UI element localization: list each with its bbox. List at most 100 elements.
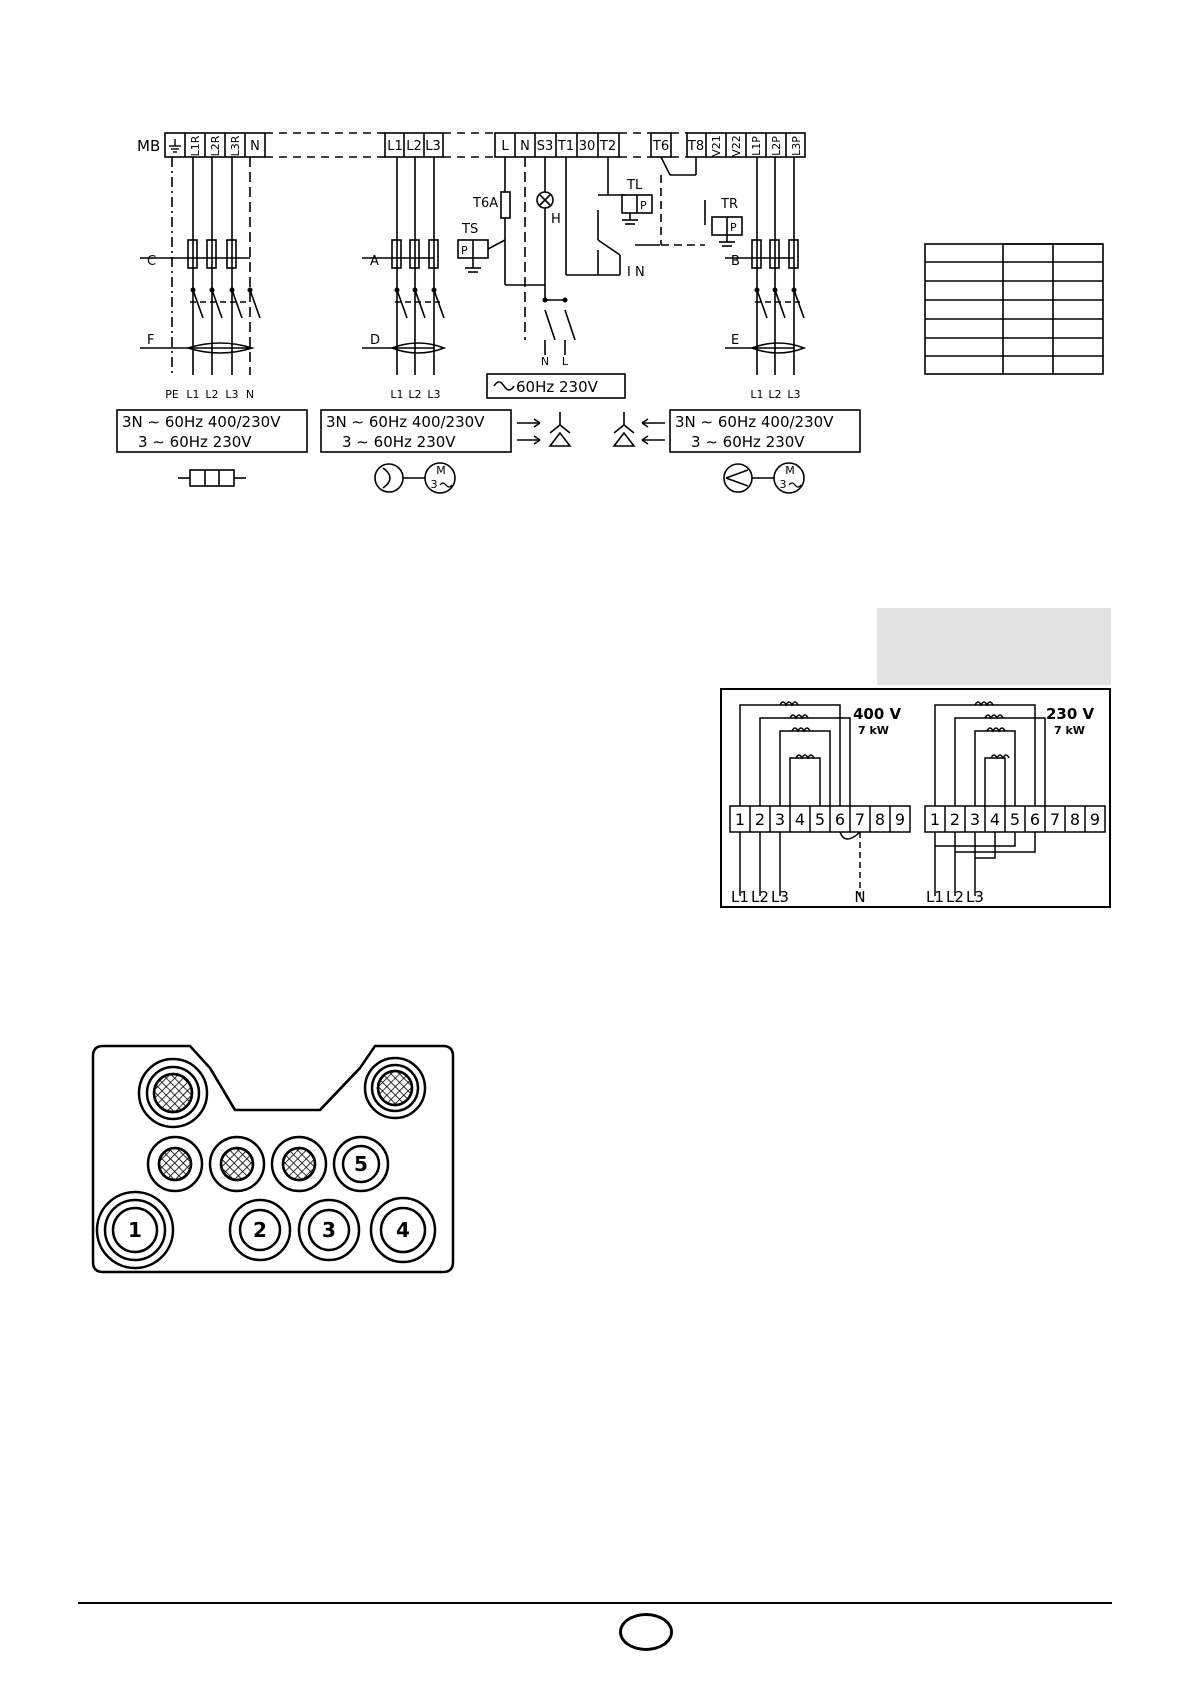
heater-right-terminal-6: 6	[1030, 810, 1040, 829]
wire-label-right-l2: L2	[768, 388, 781, 401]
supply-left-line1: 3N ∼ 60Hz 400/230V	[122, 413, 281, 431]
terminal-t8: T8	[687, 139, 704, 154]
footer-rule	[78, 1602, 1112, 1604]
fuse-label-c: C	[147, 254, 156, 269]
terminal-l2: L2	[406, 139, 422, 154]
heater-left-terminal-9: 9	[895, 810, 905, 829]
motor-right-m: M	[785, 464, 795, 477]
heater-left-wire-l2: L2	[751, 888, 769, 906]
heater-right-terminal-1: 1	[930, 810, 940, 829]
fuse-t6a-label: T6A	[472, 196, 498, 211]
heater-right-terminal-5: 5	[1010, 810, 1020, 829]
terminal-l1p: L1P	[750, 136, 763, 156]
gland-number-1: 1	[128, 1218, 142, 1242]
wire-label-mid-l2: L2	[408, 388, 421, 401]
wiring-diagram: MB L1R L2R L3R N L1 L2 L3 L N S3 T1 30 T…	[116, 132, 1104, 494]
wire-label-l1: L1	[186, 388, 199, 401]
wire-label-mid-l1: L1	[390, 388, 403, 401]
gray-note-panel	[877, 608, 1111, 685]
ctrl-label-n: N	[541, 355, 549, 368]
thermostat-tr-label: TR	[720, 197, 738, 212]
heater-left-wire-l3: L3	[771, 888, 789, 906]
heater-right-terminal-4: 4	[990, 810, 1000, 829]
mb-label: MB	[137, 137, 160, 155]
ts-p-label: P	[461, 244, 468, 257]
fuse-label-b: B	[731, 254, 740, 269]
terminal-t1: T1	[557, 139, 574, 154]
gland-number-2: 2	[253, 1218, 267, 1242]
terminal-v21: V21	[710, 135, 723, 157]
heater-right-terminal-2: 2	[950, 810, 960, 829]
terminal-s3: S3	[537, 139, 554, 154]
heater-left-wire-l1: L1	[731, 888, 749, 906]
fuse-label-a: A	[370, 254, 379, 269]
heater-right-wire-l1: L1	[926, 888, 944, 906]
motor-right-phase: 3	[780, 478, 787, 491]
wire-label-pe: PE	[165, 388, 179, 401]
heater-left-terminal-2: 2	[755, 810, 765, 829]
lamp-h-label: H	[551, 212, 561, 227]
heater-right-terminal-9: 9	[1090, 810, 1100, 829]
heater-right-power: 7 kW	[1054, 724, 1085, 737]
wire-label-n: N	[246, 388, 254, 401]
heater-right-terminal-8: 8	[1070, 810, 1080, 829]
cable-gland-plate: 1 2 3 4 5	[91, 1044, 455, 1274]
page-number-oval	[619, 1613, 673, 1651]
switch-label-d: D	[370, 333, 380, 348]
gland-number-3: 3	[322, 1218, 336, 1242]
heater-left-voltage: 400 V	[853, 705, 902, 723]
terminal-t6: T6	[652, 139, 669, 154]
heater-left-terminal-8: 8	[875, 810, 885, 829]
terminal-l3p: L3P	[790, 136, 803, 156]
terminal-ctrl-l: L	[501, 139, 509, 154]
heater-left-terminal-3: 3	[775, 810, 785, 829]
tl-p-label: P	[640, 199, 647, 212]
heater-left-terminal-7: 7	[855, 810, 865, 829]
switch-label-f: F	[147, 333, 154, 348]
ctrl-supply-label: 60Hz 230V	[516, 378, 599, 396]
switch-label-e: E	[731, 333, 739, 348]
wire-label-l2: L2	[205, 388, 218, 401]
terminal-30: 30	[579, 139, 596, 154]
thermostat-ts-label: TS	[461, 222, 478, 237]
wire-label-mid-l3: L3	[427, 388, 440, 401]
terminal-l2r: L2R	[209, 135, 222, 156]
supply-mid-line2: 3 ∼ 60Hz 230V	[342, 433, 456, 451]
supply-mid-line1: 3N ∼ 60Hz 400/230V	[326, 413, 485, 431]
terminal-l2p: L2P	[770, 136, 783, 156]
heater-right-wire-l2: L2	[946, 888, 964, 906]
supply-right-line1: 3N ∼ 60Hz 400/230V	[675, 413, 834, 431]
ctrl-label-l: L	[562, 355, 569, 368]
motor-mid-m: M	[436, 464, 446, 477]
heater-left-terminal-5: 5	[815, 810, 825, 829]
supply-right-line2: 3 ∼ 60Hz 230V	[691, 433, 805, 451]
motor-mid-phase: 3	[431, 478, 438, 491]
terminal-l1r: L1R	[189, 135, 202, 156]
terminal-t2: T2	[599, 139, 616, 154]
heater-left-terminal-6: 6	[835, 810, 845, 829]
heater-left-terminal-1: 1	[735, 810, 745, 829]
heater-left-terminal-4: 4	[795, 810, 805, 829]
heater-right-voltage: 230 V	[1046, 705, 1095, 723]
heater-right-wire-l3: L3	[966, 888, 984, 906]
switch-in-label: I N	[627, 265, 645, 280]
tr-p-label: P	[730, 221, 737, 234]
heater-right-terminal-7: 7	[1050, 810, 1060, 829]
heater-connection-diagram: 1 2 3 4 5 6 7 8 9 1 2 3 4 5 6 7 8 9 400 …	[720, 688, 1111, 908]
gland-number-4: 4	[396, 1218, 410, 1242]
terminal-v22: V22	[730, 135, 743, 157]
wire-label-l3: L3	[225, 388, 238, 401]
terminal-l3: L3	[425, 139, 441, 154]
wire-label-right-l3: L3	[787, 388, 800, 401]
terminal-l1: L1	[387, 139, 403, 154]
terminal-l3r: L3R	[229, 135, 242, 156]
terminal-n: N	[250, 139, 260, 154]
heater-left-power: 7 kW	[858, 724, 889, 737]
wire-label-right-l1: L1	[750, 388, 763, 401]
heater-right-terminal-3: 3	[970, 810, 980, 829]
gland-number-5: 5	[354, 1152, 368, 1176]
supply-left-line2: 3 ∼ 60Hz 230V	[138, 433, 252, 451]
heater-left-wire-n: N	[854, 888, 865, 906]
thermostat-tl-label: TL	[626, 178, 643, 193]
